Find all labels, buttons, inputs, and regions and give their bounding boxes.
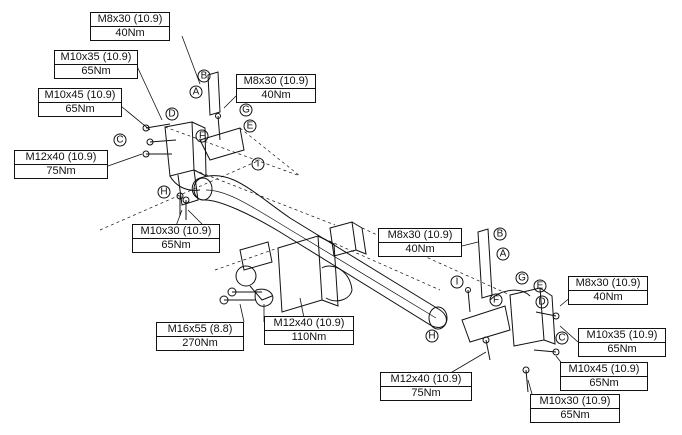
bolt-torque: 65Nm (589, 377, 619, 389)
bolt-torque: 40Nm (261, 89, 291, 101)
alignment-lines (99, 126, 511, 296)
bolt-spec: M10x30 (10.9) (133, 225, 219, 239)
bolt-torque: 75Nm (411, 387, 441, 399)
bolts-left (142, 113, 262, 305)
bolt-spec-label: M12x40 (10.9) 75Nm (14, 150, 108, 179)
bolt-spec-label: M10x45 (10.9) 65Nm (38, 88, 122, 117)
bolt-spec: M8x30 (10.9) (569, 277, 647, 291)
bolt-spec: M10x35 (10.9) (55, 51, 137, 65)
bolt-spec-label: M10x30 (10.9) 65Nm (132, 224, 220, 253)
bolt-spec: M10x35 (10.9) (579, 329, 665, 343)
bolt-spec-label: M10x35 (10.9) 65Nm (578, 328, 666, 357)
bolt-torque: 65Nm (81, 65, 111, 77)
tag-right-a: A (500, 249, 507, 260)
tag-left-c: C (116, 135, 123, 146)
ball-mount-plate (235, 235, 353, 313)
tag-left-i: I (257, 159, 260, 170)
bolt-spec-label: M10x45 (10.9) 65Nm (560, 362, 648, 391)
tag-left-f: F (199, 131, 205, 142)
bolt-spec: M12x40 (10.9) (265, 317, 353, 331)
tag-right-d: D (538, 297, 545, 308)
bolt-torque: 75Nm (46, 165, 76, 177)
letter-tag-circles (113, 69, 569, 345)
bolt-spec-label: M8x30 (10.9) 40Nm (90, 12, 170, 41)
bolt-spec-label: M8x30 (10.9) 40Nm (378, 228, 462, 257)
bolt-spec-label: M10x30 (10.9) 65Nm (530, 394, 620, 423)
bolt-torque: 40Nm (593, 291, 623, 303)
bolt-spec-label: M10x35 (10.9) 65Nm (54, 50, 138, 79)
tag-right-h: H (428, 331, 435, 342)
bolt-torque: 65Nm (607, 343, 637, 355)
tag-right-b: B (497, 229, 504, 240)
bolt-spec-label: M12x40 (10.9) 110Nm (264, 316, 354, 345)
bolt-spec-label: M8x30 (10.9) 40Nm (568, 276, 648, 305)
bolt-spec: M8x30 (10.9) (91, 13, 169, 27)
bolt-torque: 65Nm (65, 103, 95, 115)
tag-left-h: H (160, 187, 167, 198)
bolt-torque: 65Nm (161, 239, 191, 251)
bolt-torque: 270Nm (182, 337, 218, 349)
bolt-spec: M12x40 (10.9) (15, 151, 107, 165)
bolt-spec-label: M8x30 (10.9) 40Nm (236, 74, 316, 103)
tag-left-a: A (193, 87, 200, 98)
tag-right-g: G (518, 273, 526, 284)
tag-right-i: I (456, 277, 459, 288)
bolt-torque: 40Nm (405, 243, 435, 255)
tag-left-e: E (247, 121, 254, 132)
connector-housing (329, 221, 367, 257)
bolt-spec: M16x55 (8.8) (157, 323, 243, 337)
bolts-right (465, 287, 560, 393)
bolt-torque: 65Nm (560, 409, 590, 421)
bolt-spec: M10x45 (10.9) (561, 363, 647, 377)
bolt-torque: 40Nm (115, 27, 145, 39)
bolt-torque: 110Nm (291, 331, 327, 343)
bolt-spec: M8x30 (10.9) (237, 75, 315, 89)
tag-right-c: C (558, 333, 565, 344)
tag-left-b: B (201, 71, 208, 82)
bolt-spec-label: M16x55 (8.8) 270Nm (156, 322, 244, 351)
letter-tags: A B C D E F G H I A B C D E F G H I (116, 71, 565, 344)
tag-right-e: E (537, 281, 544, 292)
tag-left-g: G (242, 105, 250, 116)
bolt-spec: M8x30 (10.9) (379, 229, 461, 243)
bolt-spec: M12x40 (10.9) (381, 373, 471, 387)
tag-left-d: D (168, 109, 175, 120)
bolt-spec: M10x45 (10.9) (39, 89, 121, 103)
bolt-spec-label: M12x40 (10.9) 75Nm (380, 372, 472, 401)
tag-right-f: F (493, 295, 499, 306)
bolt-spec: M10x30 (10.9) (531, 395, 619, 409)
